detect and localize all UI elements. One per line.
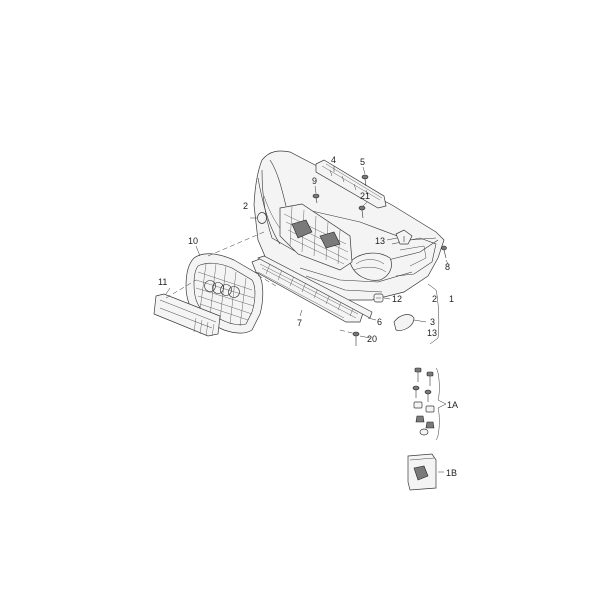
- label-1a: 1A: [447, 400, 458, 410]
- clip-9: [312, 193, 320, 204]
- label-10: 10: [188, 236, 198, 246]
- label-1: 1: [449, 294, 454, 304]
- label-2-left: 2: [243, 201, 248, 211]
- label-8: 8: [445, 262, 450, 272]
- rings-logo-icon: [204, 280, 240, 298]
- label-13-bottom: 13: [427, 328, 437, 338]
- label-2-right: 2: [432, 294, 437, 304]
- label-13-top: 13: [375, 236, 385, 246]
- bracket-13: [395, 229, 413, 245]
- label-11: 11: [158, 277, 167, 287]
- upper-grille-mount: [279, 203, 353, 271]
- label-1b: 1B: [446, 468, 457, 478]
- cap-3: [393, 314, 415, 331]
- clip-12: [373, 293, 384, 303]
- label-6: 6: [377, 317, 382, 327]
- parts-bag-1b: [407, 453, 437, 491]
- label-3: 3: [430, 317, 435, 327]
- bracket-4: [315, 159, 387, 209]
- plate-bracket-11: [153, 293, 221, 337]
- label-9: 9: [312, 176, 317, 186]
- part-labels: 4 5 9 2 21 10 13 8 11 2 1 12 7 6 3 13 20…: [158, 155, 458, 478]
- trim-strip-6: [257, 255, 373, 319]
- label-7: 7: [297, 318, 302, 328]
- fastener-kit-1a: [412, 367, 435, 436]
- bumper-cover: [253, 150, 445, 301]
- bolt-21: [358, 205, 366, 219]
- label-12: 12: [392, 294, 402, 304]
- label-4: 4: [331, 155, 336, 165]
- label-20: 20: [367, 334, 377, 344]
- label-21: 21: [360, 191, 370, 201]
- washer-2: [257, 212, 267, 224]
- bolt-5: [361, 174, 369, 187]
- label-5: 5: [360, 157, 365, 167]
- leader-lines: [165, 166, 449, 473]
- bolt-8: [441, 245, 447, 259]
- bolt-20: [352, 331, 360, 346]
